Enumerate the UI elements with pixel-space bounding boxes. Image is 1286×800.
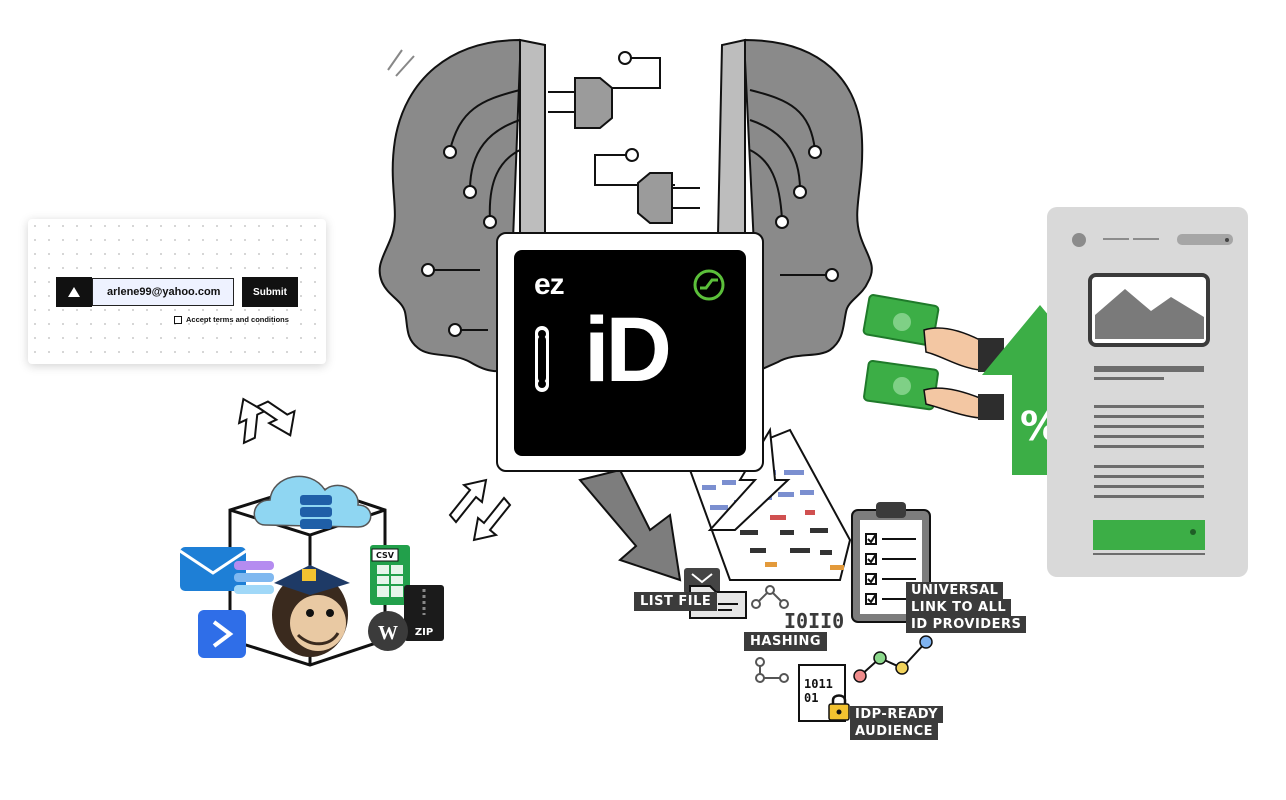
universal-line-3: ID PROVIDERS [906,616,1027,633]
integrations-cube: CSV ZIP W [179,475,444,667]
csv-badge: CSV [376,551,395,560]
sync-arrows-center [448,478,512,542]
ezid-screen: ez iD [496,232,764,472]
universal-line-2: LINK TO ALL [906,599,1012,616]
cta-button [1093,520,1205,550]
idp-line-1: IDP-READY [850,706,944,723]
form-row: arlene99@yahoo.com Submit [56,277,298,307]
svg-text:W: W [378,622,398,644]
down-arrow [578,468,682,582]
binary-file-icon: 1011 01 [798,664,846,722]
landing-page-mockup [1047,207,1248,577]
sync-arrows-left [237,397,296,445]
brand-id-text: iD [584,299,672,401]
plug-icon [548,51,700,224]
submit-button[interactable]: Submit [242,277,298,307]
ezid-display: ez iD [514,250,746,456]
hashing-binary-icon: I0II0 [784,609,844,633]
spreadsheet-icon: CSV [370,545,410,605]
hashing-label: HASHING [744,632,828,651]
left-head [378,38,521,373]
flow-arrows [578,426,791,582]
network-icon [751,585,789,609]
forward-arrow-icon [198,610,246,658]
mailchimp-icon [272,565,350,657]
terms-checkbox-row[interactable]: Accept terms and conditions [174,315,289,324]
money-hand-icon [862,294,1004,420]
toggle-bar-icon [535,326,549,392]
terms-checkbox[interactable] [174,315,182,324]
network-icon-small [755,657,789,683]
universal-line-1: UNIVERSAL [906,582,1004,599]
idp-line-2: AUDIENCE [850,723,939,740]
image-placeholder-icon [1088,273,1210,347]
svg-text:I0II0: I0II0 [784,609,844,633]
wordpress-icon: W [368,611,408,651]
brand-ez-text: ez [534,268,565,301]
zip-icon: ZIP [404,585,444,641]
connection-graph-icon [853,635,933,683]
universal-link-label: UNIVERSAL LINK TO ALL ID PROVIDERS [906,582,1027,633]
list-file-label: LIST FILE [634,592,718,611]
zip-badge: ZIP [415,627,433,638]
right-head [744,38,873,372]
binary-line-2: 01 [804,691,819,705]
lock-icon [828,694,850,721]
cloud-database-icon [253,475,372,529]
up-arrow-outline [707,426,791,531]
email-input[interactable]: arlene99@yahoo.com [92,278,234,306]
email-signup-form: arlene99@yahoo.com Submit Accept terms a… [28,219,326,364]
email-icon [179,547,247,591]
terms-label: Accept terms and conditions [186,315,289,324]
triangle-icon [56,277,92,307]
binary-line-1: 1011 [804,677,833,691]
brand-logo-icon [693,269,725,301]
idp-ready-label: IDP-READY AUDIENCE [850,706,944,740]
